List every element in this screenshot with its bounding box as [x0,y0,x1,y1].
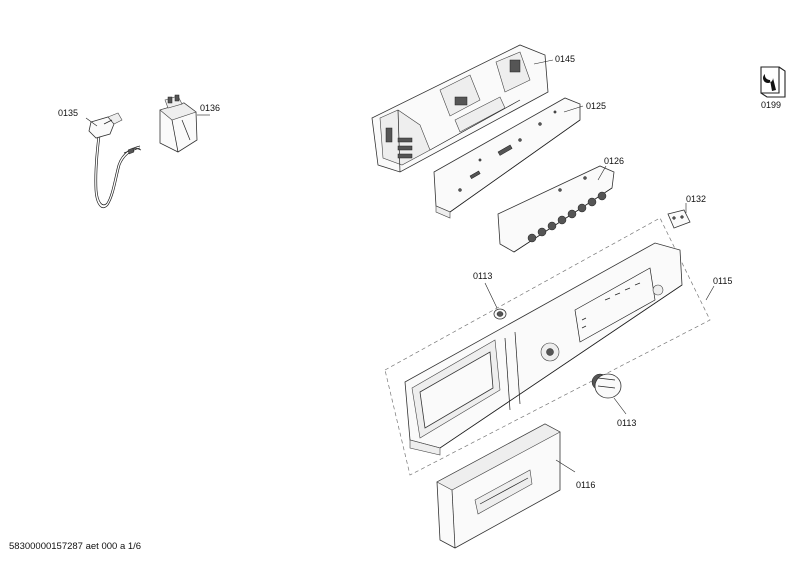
label-0145: 0145 [555,54,575,64]
display-pcb-part [497,165,615,253]
knob-ring-part-upper [493,308,507,320]
wrench-in-box-icon [760,66,786,98]
label-0135: 0135 [58,108,78,118]
module-housing-part [371,44,549,173]
label-0113-lower: 0113 [617,418,636,428]
leader-0135 [85,117,98,127]
selector-knob-part [591,373,622,399]
detergent-drawer-part [436,423,561,549]
label-0136: 0136 [200,103,220,113]
label-0113-upper: 0113 [473,271,492,281]
leader-0116 [555,459,576,473]
power-cord-part [88,112,142,209]
leader-0126 [597,165,607,181]
interference-filter-part [159,94,198,153]
label-0125: 0125 [586,101,606,111]
label-0132: 0132 [686,194,706,204]
pcb-knobs [527,191,607,243]
leader-0113-lower [613,397,627,415]
leader-0145 [533,59,554,65]
label-0115: 0115 [713,276,732,286]
label-0116: 0116 [576,480,595,490]
control-panel-fascia-part [404,242,683,456]
document-reference: 58300000157287 aet 000 a 1/6 [9,541,142,552]
label-0126: 0126 [604,156,624,166]
small-bracket-part [667,209,691,229]
leader-0113-upper [484,282,498,309]
assembly-outline [384,217,711,476]
label-0199: 0199 [761,100,781,110]
main-pcb-part [433,97,581,219]
leader-0125 [563,105,584,113]
leader-0115 [705,285,715,301]
